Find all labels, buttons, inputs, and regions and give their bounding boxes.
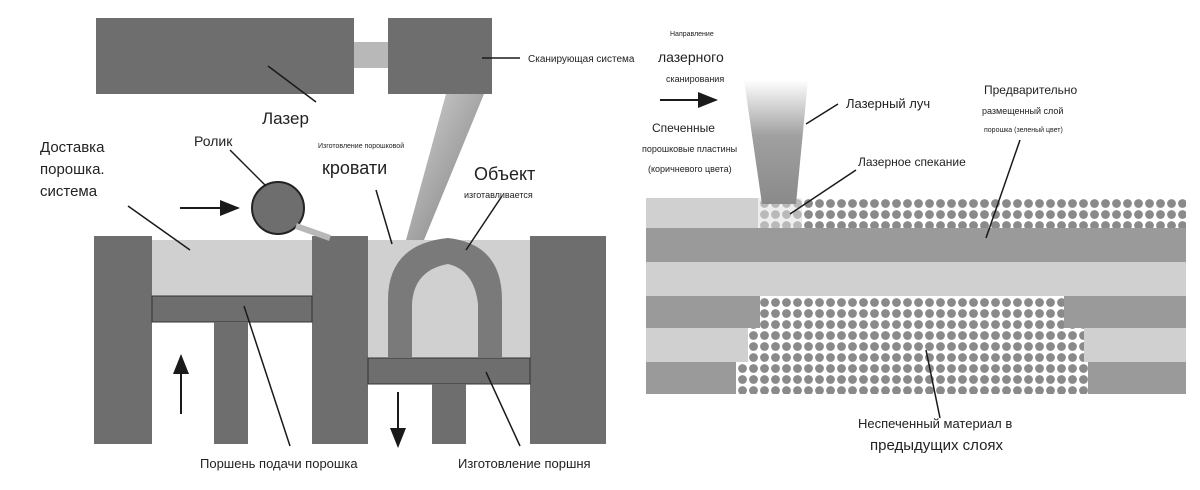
laser-box: [96, 18, 354, 94]
right-leader-lines: [789, 103, 1021, 419]
leader-sintering: [789, 169, 857, 215]
left-diagram: Лазер Сканирующая система Доставка порош…: [40, 18, 635, 471]
roller: [251, 181, 305, 235]
right-wall: [530, 236, 606, 444]
preplaced-powder-row: [758, 198, 1186, 228]
build-piston-rod: [432, 384, 466, 444]
label-powder-delivery-3: система: [40, 183, 98, 200]
label-preplaced-2: размещенный слой: [982, 106, 1063, 116]
left-wall: [94, 236, 152, 444]
band-top-left: [646, 198, 758, 228]
label-powder-bed-big: кровати: [322, 158, 387, 178]
leader-bed: [375, 189, 393, 245]
feed-piston-plate: [151, 295, 313, 323]
build-piston-plate: [367, 357, 531, 385]
roller-powder-slope: [295, 223, 331, 241]
right-diagram: Направление лазерного сканирования Лазер…: [642, 31, 1186, 454]
leader-unsintered: [925, 349, 941, 419]
leader-feed-piston: [243, 305, 291, 447]
label-laser-beam: Лазерный луч: [846, 96, 930, 111]
leader-laser: [267, 65, 317, 103]
leader-build-piston: [485, 371, 521, 447]
band-2: [646, 262, 1186, 296]
laser-beam-cone: [744, 80, 808, 204]
label-powder-delivery-2: порошка.: [40, 161, 105, 178]
label-laser-sintering: Лазерное спекание: [858, 155, 966, 169]
unsintered-powder-region: [736, 296, 1088, 394]
middle-wall: [312, 236, 368, 444]
laser-beam-left: [406, 94, 484, 240]
leader-beam: [805, 103, 839, 125]
leader-object: [465, 195, 503, 251]
label-direction-small: Направление: [670, 31, 714, 38]
label-sintered-1: Спеченные: [652, 121, 715, 135]
feed-piston-rod: [214, 322, 248, 444]
band-1: [646, 228, 1186, 262]
label-sintered-2: порошковые пластины: [642, 144, 737, 154]
label-build-piston: Изготовление поршня: [458, 456, 591, 471]
label-sintered-3: (коричневого цвета): [648, 164, 732, 174]
label-roller: Ролик: [194, 133, 233, 149]
label-object-small: изготавливается: [464, 190, 533, 200]
scanner-box: [388, 18, 492, 94]
label-feed-piston: Поршень подачи порошка: [200, 456, 358, 471]
leader-roller: [229, 149, 267, 187]
label-powder-bed-small: Изготовление порошковой: [318, 142, 404, 150]
label-powder-delivery-1: Доставка: [40, 139, 105, 156]
label-object-big: Объект: [474, 164, 535, 184]
label-preplaced-1: Предварительно: [984, 83, 1078, 97]
label-scanning-system: Сканирующая система: [528, 54, 635, 65]
feed-powder-area: [152, 240, 312, 296]
object-arch: [388, 238, 502, 358]
label-preplaced-3: порошка (зеленый цвет): [984, 126, 1063, 134]
label-direction-big: лазерного: [658, 49, 724, 65]
laser-to-scanner-link: [354, 42, 388, 68]
label-laser: Лазер: [262, 109, 309, 128]
leader-preplaced: [985, 139, 1021, 239]
left-leader-lines: [127, 57, 521, 447]
leader-delivery: [127, 205, 191, 251]
label-direction-scan: сканирования: [666, 74, 724, 84]
label-unsintered-2: предыдущих слоях: [870, 437, 1004, 454]
label-unsintered-1: Неспеченный материал в: [858, 416, 1012, 431]
